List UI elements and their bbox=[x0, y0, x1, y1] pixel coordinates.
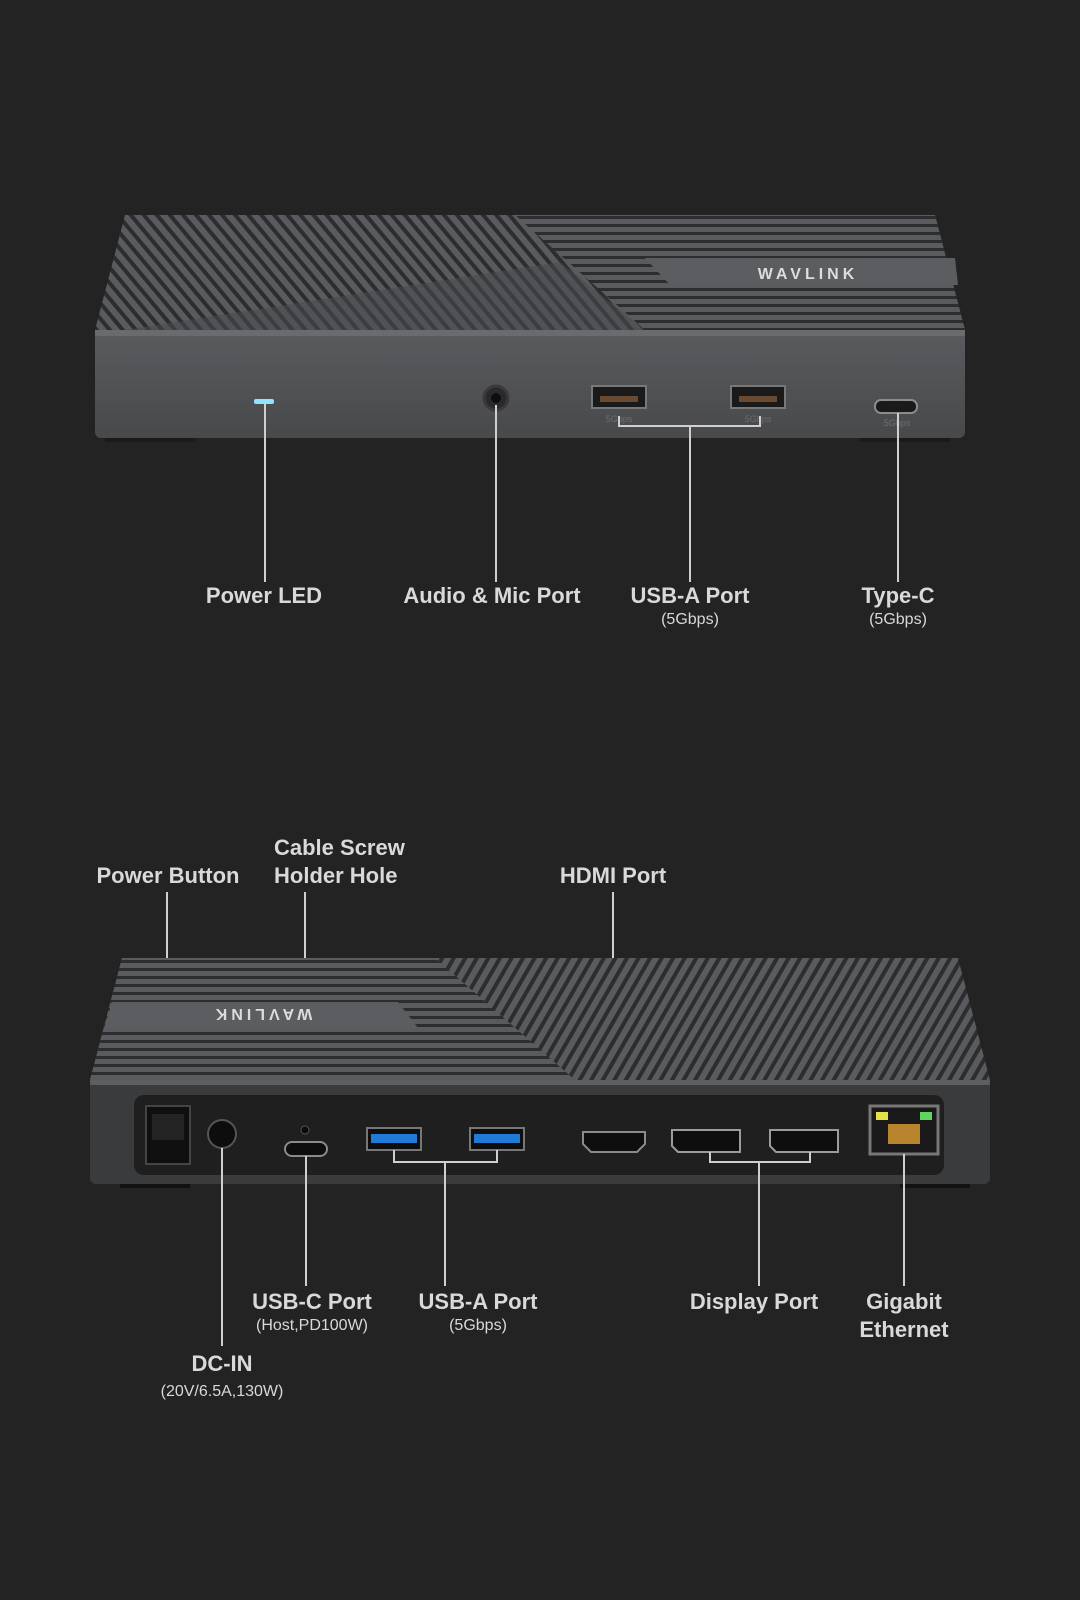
front-brand-logo: WAVLINK bbox=[758, 266, 859, 283]
dp-bracket-left bbox=[709, 1152, 711, 1162]
display-port-leader bbox=[758, 1162, 760, 1286]
front-usb-a-sublabel: (5Gbps) bbox=[661, 611, 719, 628]
display-port-2[interactable] bbox=[769, 1129, 839, 1153]
back-device-image: WAVLINK bbox=[90, 958, 990, 1188]
back-usb-a-bracket-right bbox=[496, 1150, 498, 1162]
dc-in-port[interactable] bbox=[207, 1119, 237, 1149]
dp-bracket-bar bbox=[709, 1161, 811, 1163]
back-usb-a-label: USB-A Port(5Gbps) bbox=[418, 1289, 538, 1334]
back-usb-c-port[interactable] bbox=[284, 1141, 328, 1157]
type-c-label: Type-C(5Gbps) bbox=[861, 583, 935, 628]
ethernet-leader bbox=[903, 1154, 905, 1286]
usb-c-leader bbox=[305, 1156, 307, 1286]
type-c-sublabel: (5Gbps) bbox=[869, 611, 927, 628]
display-port-label: Display Port bbox=[689, 1289, 819, 1314]
front-usb-a-label: USB-A Port(5Gbps) bbox=[630, 583, 750, 628]
dp-bracket-right bbox=[809, 1152, 811, 1162]
front-usb-a-bracket-right bbox=[759, 416, 761, 426]
power-button-label: Power Button bbox=[96, 863, 240, 888]
power-led-leader bbox=[264, 404, 266, 582]
front-device-image: WAVLINK 5Gbps 5Gbps 5Gbps bbox=[95, 215, 965, 442]
front-usb-a-bracket-left bbox=[618, 416, 620, 426]
back-usb-a-leader bbox=[444, 1162, 446, 1286]
front-usb-a-marking-2: 5Gbps bbox=[745, 414, 772, 424]
hdmi-label: HDMI Port bbox=[559, 863, 667, 888]
display-port-1[interactable] bbox=[671, 1129, 741, 1153]
cable-screw-hole bbox=[300, 1125, 310, 1135]
hdmi-port[interactable] bbox=[582, 1131, 646, 1153]
usb-c-sublabel: (Host,PD100W) bbox=[255, 1317, 369, 1334]
power-led-label: Power LED bbox=[205, 583, 323, 608]
usb-c-label: USB-C Port(Host,PD100W) bbox=[252, 1289, 372, 1334]
back-usb-a-bracket-left bbox=[393, 1150, 395, 1162]
dc-in-leader bbox=[221, 1148, 223, 1346]
back-brand-logo: WAVLINK bbox=[212, 1005, 313, 1022]
dc-in-sublabel: (20V/6.5A,130W) bbox=[160, 1383, 284, 1400]
back-usb-a-sublabel: (5Gbps) bbox=[449, 1317, 507, 1334]
front-usb-a-leader bbox=[689, 426, 691, 582]
audio-leader bbox=[495, 405, 497, 582]
front-type-c-port[interactable] bbox=[874, 399, 918, 414]
type-c-leader bbox=[897, 413, 899, 582]
power-led bbox=[254, 399, 274, 404]
audio-mic-label: Audio & Mic Port bbox=[403, 583, 581, 608]
dc-in-label: DC-IN(20V/6.5A,130W) bbox=[160, 1351, 284, 1400]
